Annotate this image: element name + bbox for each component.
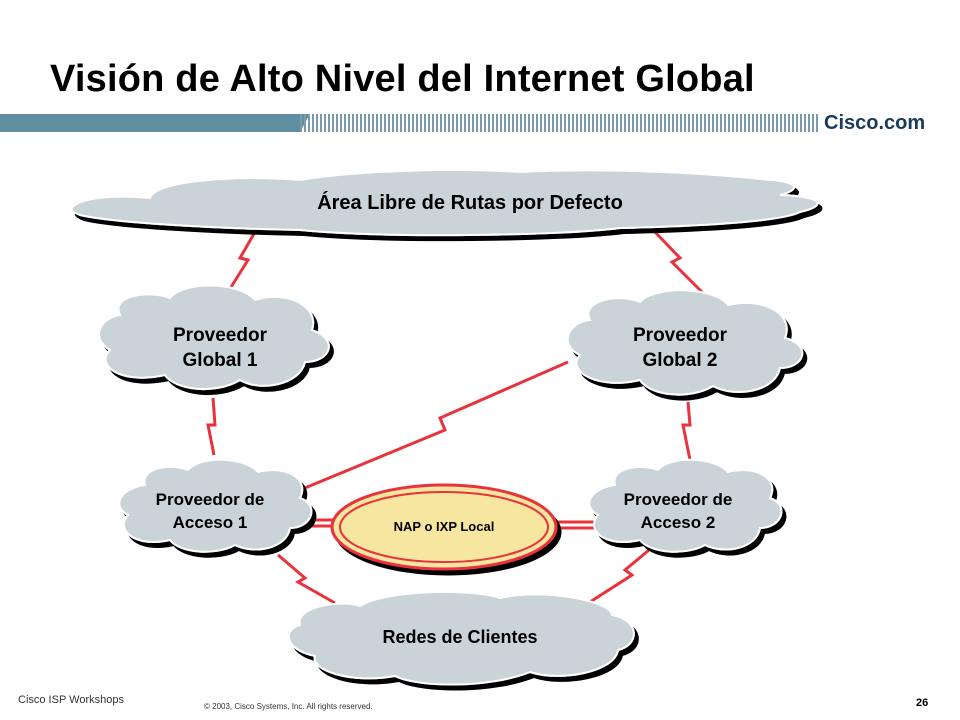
access-provider-1-label: Proveedor de Acceso 1 (155, 490, 265, 532)
link-dfz-global2 (653, 230, 707, 297)
access-provider-2-cloud (588, 458, 783, 553)
customer-networks-cloud (287, 590, 635, 686)
link-access1-customers (277, 553, 336, 605)
global-provider-1-label: Proveedor Global 1 (173, 325, 267, 371)
customer-networks-label: Redes de Clientes (382, 627, 538, 647)
global-provider-1-cloud (98, 284, 330, 391)
footer-workshop-name: Cisco ISP Workshops (18, 694, 124, 706)
cisco-logo: Cisco.com (824, 112, 926, 134)
slide-title: Visión de Alto Nivel del Internet Global (50, 58, 755, 100)
link-global2-access1 (299, 360, 569, 492)
title-accent-bar (0, 114, 820, 132)
local-nap-label: NAP o IXP Local (393, 519, 495, 534)
link-global2-access2 (681, 401, 692, 461)
global-provider-2-label: Proveedor Global 2 (633, 325, 727, 371)
link-dfz-global1 (226, 231, 257, 293)
default-free-zone-label: Área Libre de Rutas por Defecto (317, 192, 623, 214)
link-global1-access1 (206, 397, 217, 456)
default-free-zone-cloud (70, 169, 819, 237)
global-provider-2-cloud (566, 289, 804, 396)
access-provider-1-cloud (118, 458, 313, 553)
page-number: 26 (916, 697, 929, 709)
local-nap-ellipse (330, 483, 558, 571)
link-access2-customers (589, 543, 656, 604)
footer-copyright: © 2003, Cisco Systems, Inc. All rights r… (204, 702, 373, 711)
network-links (206, 230, 707, 605)
access-provider-2-label: Proveedor de Acceso 2 (623, 490, 733, 532)
